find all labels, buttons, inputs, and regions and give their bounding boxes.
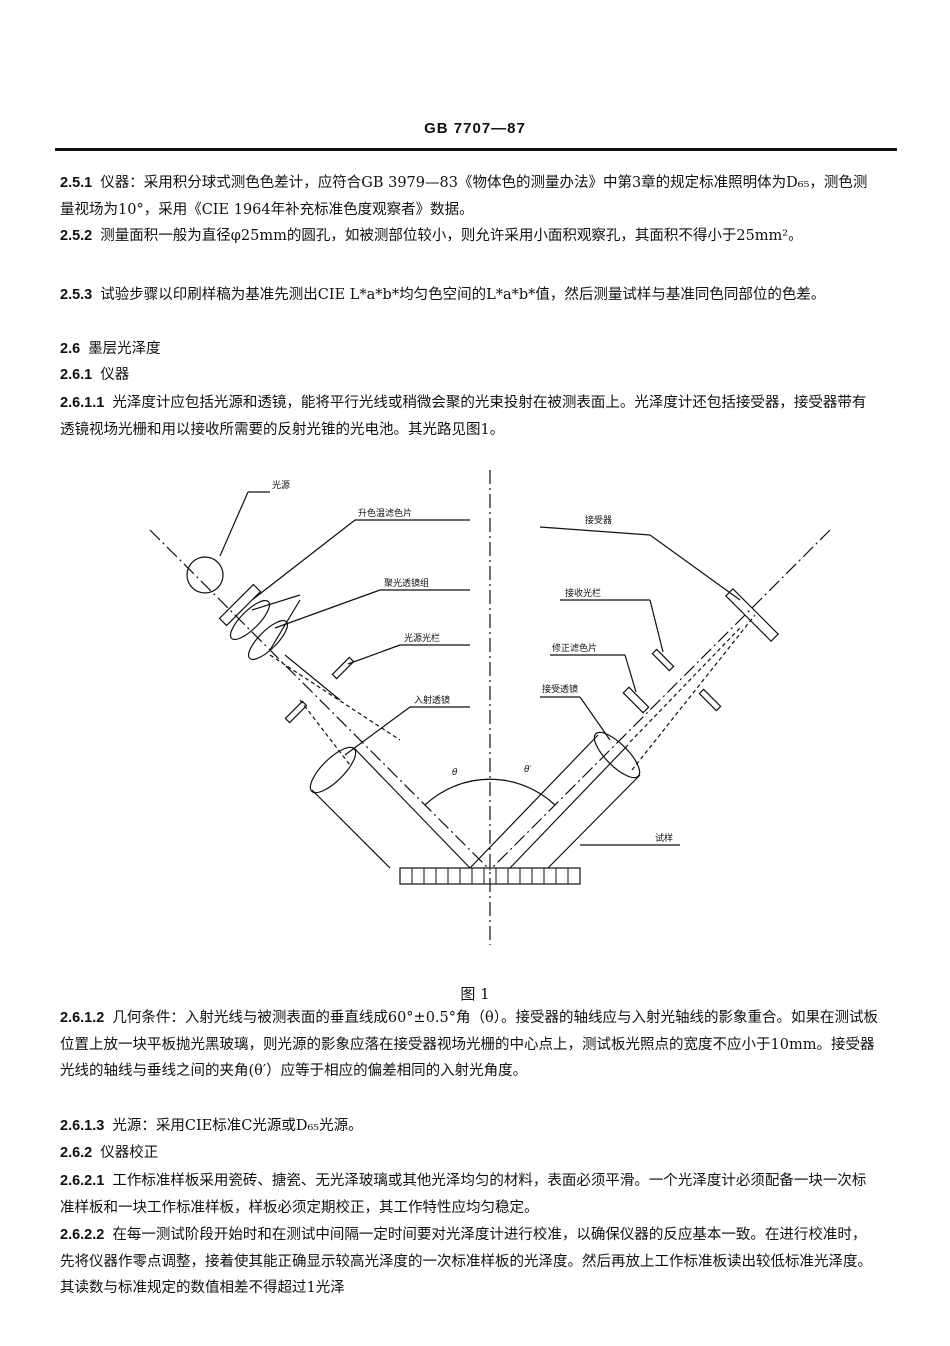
color-temp-filter-shape [218,583,262,627]
angle-arc [424,778,556,806]
figure-caption: 图 1 [460,985,490,1003]
label-correction-filter: 修正滤色片 [552,642,597,654]
receiving-stop-shape [651,648,675,672]
reflected-axis-line [489,529,831,871]
header-rule [55,148,897,151]
label-theta-prime: θ′ [524,765,532,775]
correction-filter-shape [622,686,650,714]
standard-number-header: GB 7707—87 [424,120,526,137]
receiver-shape [724,587,780,643]
label-color-temp-filter: 升色温滤色片 [358,507,412,519]
gloss-meter-optical-path-diagram: 光源 升色温滤色片 聚光透镜组 光源光栏 入射透镜 θ θ′ 接受器 接收光栏 … [149,470,831,945]
light-source-icon [186,556,224,594]
label-condenser-lens-group: 聚光透镜组 [384,577,429,589]
label-sample: 试样 [655,832,673,844]
label-theta: θ [452,768,458,778]
label-receiver: 接受器 [585,514,612,526]
incident-axis-line [149,529,491,871]
condenser-lens-shape [247,619,289,661]
label-receiving-stop: 接收光栏 [565,587,601,599]
source-stop-shape [331,656,355,680]
label-receiving-lens: 接受透镜 [542,683,578,695]
receiving-lens-shape [593,731,641,779]
label-incident-lens: 入射透镜 [414,694,450,706]
sample-plate-shape [399,867,581,885]
label-light-source: 光源 [272,479,290,491]
label-source-stop: 光源光栏 [404,632,440,644]
